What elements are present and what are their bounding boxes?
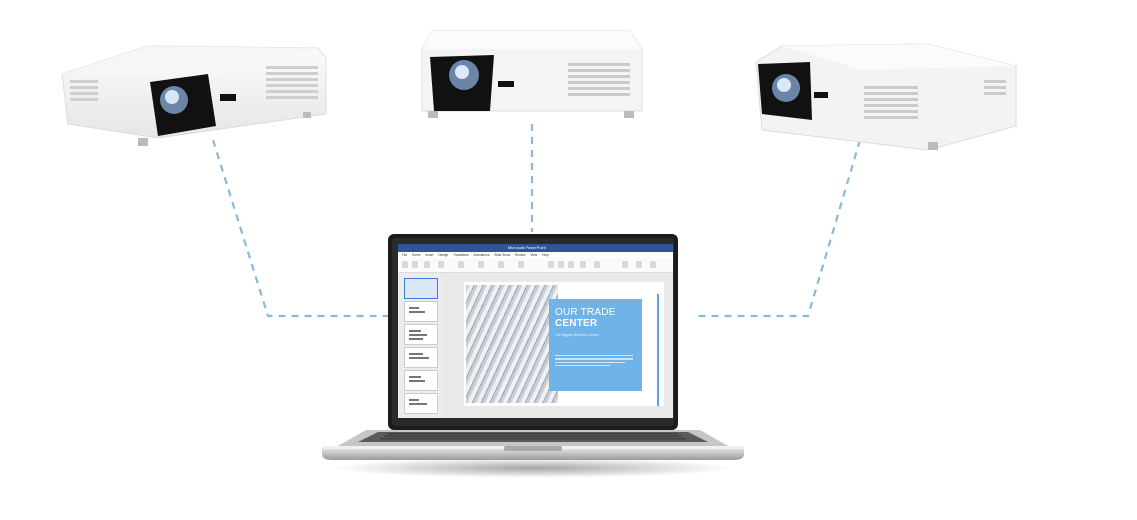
ribbon-button[interactable] bbox=[412, 261, 418, 268]
menu-item[interactable]: File bbox=[402, 253, 408, 257]
menu-item[interactable]: Home bbox=[412, 253, 421, 257]
slide-title: OUR TRADE CENTER bbox=[555, 307, 616, 329]
slide[interactable]: OUR TRADE CENTER The Biggest Business Ce… bbox=[464, 282, 664, 406]
slide-thumbnail[interactable] bbox=[404, 278, 438, 299]
building-photo bbox=[466, 285, 558, 403]
connector-right bbox=[694, 139, 862, 318]
ribbon-button[interactable] bbox=[518, 261, 524, 268]
menu-item[interactable]: View bbox=[530, 253, 538, 257]
ribbon-button[interactable] bbox=[558, 261, 564, 268]
menu-item[interactable]: Transitions bbox=[453, 253, 469, 257]
laptop-screen: Microsoft PowerPoint File Home Insert De… bbox=[398, 244, 673, 418]
projector-center-icon bbox=[416, 27, 646, 121]
slide-thumbnail[interactable] bbox=[404, 370, 438, 391]
slide-thumbnail[interactable] bbox=[404, 301, 438, 322]
slide-thumbnail[interactable] bbox=[404, 393, 438, 414]
menu-item[interactable]: Insert bbox=[425, 253, 434, 257]
ribbon-button[interactable] bbox=[594, 261, 600, 268]
ribbon-button[interactable] bbox=[548, 261, 554, 268]
ribbon-button[interactable] bbox=[478, 261, 484, 268]
connector-left bbox=[211, 139, 388, 318]
slide-accent-bar bbox=[657, 294, 659, 406]
slide-thumbnail[interactable] bbox=[404, 347, 438, 368]
ribbon-button[interactable] bbox=[580, 261, 586, 268]
slide-canvas: OUR TRADE CENTER The Biggest Business Ce… bbox=[442, 273, 673, 418]
menu-item[interactable]: Animations bbox=[473, 253, 490, 257]
ribbon-button[interactable] bbox=[438, 261, 444, 268]
projector-left-icon bbox=[58, 34, 333, 152]
slide-thumbnails-pane bbox=[398, 273, 443, 418]
slide-body-text bbox=[555, 355, 633, 369]
ribbon-button[interactable] bbox=[636, 261, 642, 268]
window-title: Microsoft PowerPoint bbox=[508, 245, 546, 250]
ribbon-button[interactable] bbox=[402, 261, 408, 268]
projector-right-icon bbox=[752, 36, 1022, 154]
ribbon-button[interactable] bbox=[622, 261, 628, 268]
ribbon-toolbar bbox=[398, 258, 673, 273]
slide-subtitle: The Biggest Business Center bbox=[555, 333, 599, 337]
slide-title-box: OUR TRADE CENTER The Biggest Business Ce… bbox=[549, 299, 642, 391]
menu-item[interactable]: Design bbox=[438, 253, 449, 257]
menu-bar: File Home Insert Design Transitions Anim… bbox=[398, 252, 673, 258]
menu-item[interactable]: Review bbox=[515, 253, 526, 257]
window-title-bar: Microsoft PowerPoint bbox=[398, 244, 673, 252]
menu-item[interactable]: Help bbox=[542, 253, 549, 257]
ribbon-button[interactable] bbox=[458, 261, 464, 268]
ribbon-button[interactable] bbox=[650, 261, 656, 268]
ribbon-button[interactable] bbox=[498, 261, 504, 268]
slide-thumbnail[interactable] bbox=[404, 324, 438, 345]
ribbon-button[interactable] bbox=[424, 261, 430, 268]
ribbon-button[interactable] bbox=[568, 261, 574, 268]
menu-item[interactable]: Slide Show bbox=[494, 253, 511, 257]
